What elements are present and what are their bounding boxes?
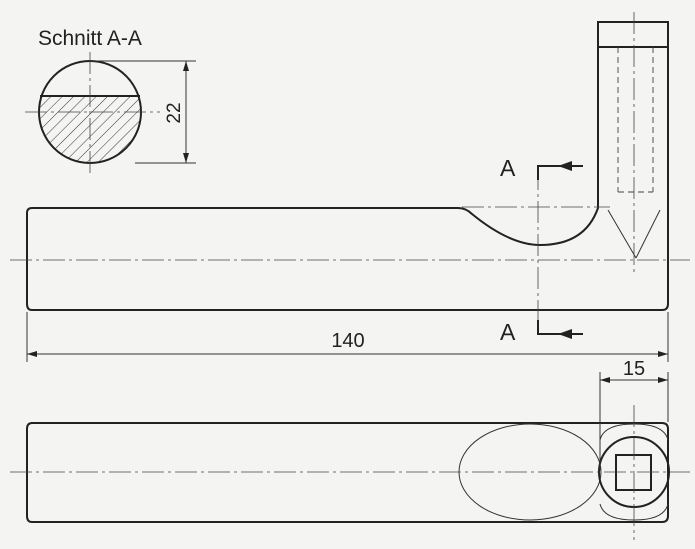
dim-22-text: 22: [164, 102, 185, 123]
section-arrow-top: [558, 161, 572, 171]
dim-15-text: 15: [623, 358, 645, 380]
section-label-bottom: A: [500, 319, 516, 345]
section-label-top: A: [500, 155, 516, 181]
square-bore: [615, 454, 652, 491]
drill-cone-right: [635, 209, 661, 259]
section-marker-bottom: [537, 320, 583, 335]
section-marker-top: [537, 165, 583, 180]
dim-140-text: 140: [331, 330, 364, 352]
front-view: A A 140: [10, 12, 690, 362]
section-title: Schnitt A-A: [38, 27, 142, 50]
section-view: Schnitt A-A 22: [25, 27, 196, 174]
drill-cone-left: [607, 209, 637, 259]
section-arrow-bottom: [558, 329, 572, 339]
top-view: 15: [10, 358, 690, 540]
top-view-outline: [26, 422, 669, 523]
lever-outline: [26, 21, 669, 311]
